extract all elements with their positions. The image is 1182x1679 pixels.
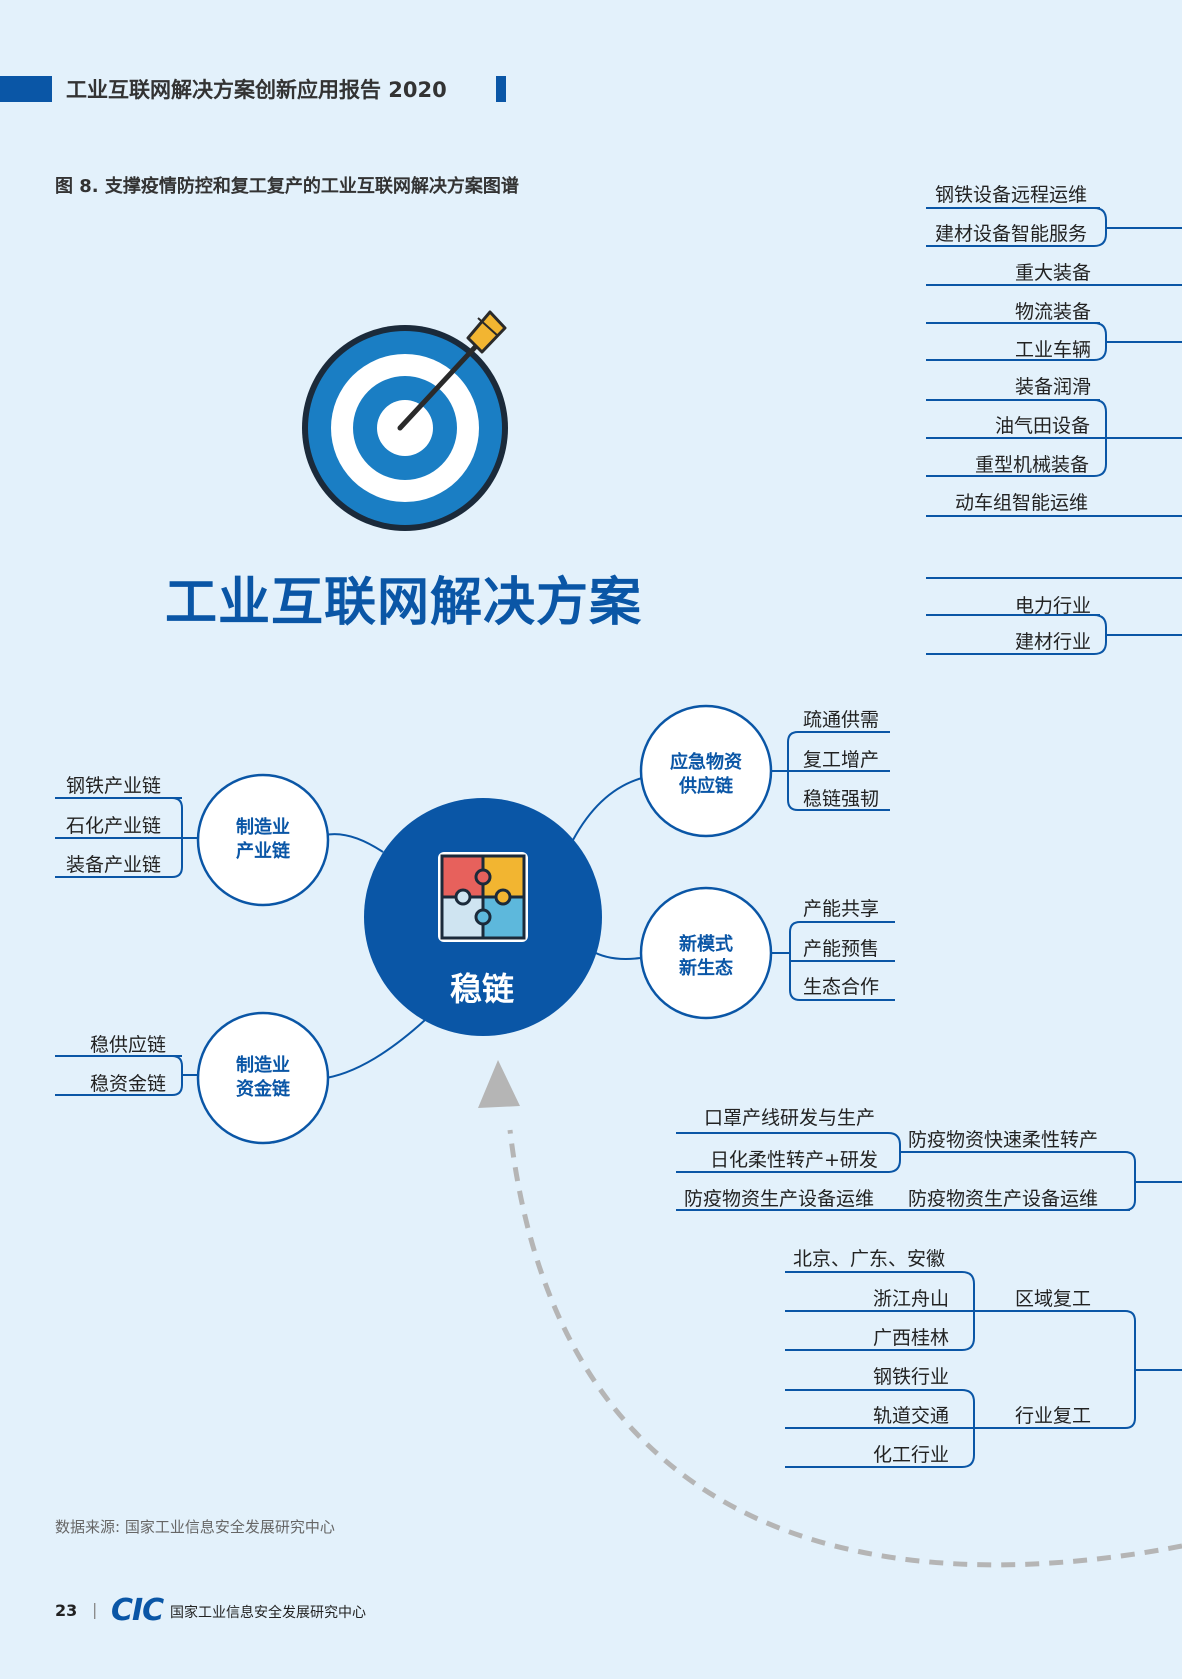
page-number: 23	[55, 1601, 78, 1620]
header-accent-bar	[0, 76, 52, 102]
list-item: 装备润滑	[1015, 376, 1092, 398]
list-item: 物流装备	[1015, 301, 1092, 323]
list-item: 稳供应链	[90, 1034, 167, 1056]
list-item: 建材设备智能服务	[935, 223, 1088, 245]
list-item: 石化产业链	[66, 815, 162, 837]
label-new-model: 新模式 新生态	[656, 933, 756, 981]
node-emergency-supply	[639, 704, 773, 838]
list-item: 防疫物资快速柔性转产	[908, 1129, 1099, 1151]
list-item: 轨道交通	[873, 1405, 950, 1427]
figure-caption: 图 8. 支撑疫情防控和复工复产的工业互联网解决方案图谱	[55, 176, 519, 197]
footer-separator: |	[92, 1600, 98, 1619]
label-manufacturing-finance: 制造业 资金链	[213, 1054, 313, 1102]
report-title: 工业互联网解决方案创新应用报告 2020	[66, 78, 447, 102]
list-item: 油气田设备	[995, 415, 1091, 437]
group-label-regional: 区域复工	[1015, 1288, 1092, 1310]
list-item: 建材行业	[1015, 631, 1092, 653]
list-item: 装备产业链	[66, 854, 162, 876]
center-label: 稳链	[450, 970, 515, 1008]
list-item: 产能共享	[803, 898, 880, 920]
list-item: 疏通供需	[803, 709, 880, 731]
header-end-bar	[496, 76, 506, 102]
list-item: 防疫物资生产设备运维	[908, 1188, 1099, 1210]
list-item: 重型机械装备	[975, 454, 1090, 476]
list-item: 广西桂林	[873, 1327, 950, 1349]
list-item: 产能预售	[803, 938, 880, 960]
node-new-model	[639, 886, 773, 1020]
label-manufacturing-chain-text: 制造业 产业链	[236, 817, 290, 862]
list-item: 北京、广东、安徽	[793, 1248, 946, 1270]
group-label-industry: 行业复工	[1015, 1405, 1092, 1427]
list-item: 生态合作	[803, 976, 880, 998]
cic-logo: CIC	[111, 1593, 164, 1628]
node-manufacturing-finance	[196, 1011, 330, 1145]
list-item: 浙江舟山	[873, 1288, 950, 1310]
dashed-arrow-head	[478, 1060, 520, 1108]
list-item: 日化柔性转产+研发	[710, 1149, 878, 1171]
list-item: 化工行业	[873, 1444, 950, 1466]
main-title: 工业互联网解决方案	[165, 573, 643, 633]
list-item: 钢铁产业链	[66, 775, 162, 797]
list-item: 动车组智能运维	[955, 492, 1089, 514]
footer-org-name: 国家工业信息安全发展研究中心	[170, 1605, 366, 1621]
list-item: 口罩产线研发与生产	[704, 1107, 876, 1129]
list-item: 重大装备	[1015, 262, 1092, 284]
node-manufacturing-chain	[196, 773, 330, 907]
list-item: 防疫物资生产设备运维	[684, 1188, 875, 1210]
label-manufacturing-finance-text: 制造业 资金链	[236, 1055, 290, 1100]
dashed-arrow-path	[507, 1129, 1182, 1568]
list-item: 钢铁设备远程运维	[935, 184, 1088, 206]
list-item: 稳链强韧	[803, 788, 880, 810]
data-source: 数据来源: 国家工业信息安全发展研究中心	[55, 1518, 335, 1536]
label-emergency-supply-text: 应急物资 供应链	[670, 752, 742, 797]
list-item: 复工增产	[803, 749, 880, 771]
label-manufacturing-chain: 制造业 产业链	[213, 816, 313, 864]
list-item: 工业车辆	[1015, 339, 1092, 361]
puzzle-icon	[438, 852, 528, 942]
label-new-model-text: 新模式 新生态	[679, 934, 733, 979]
list-item: 稳资金链	[90, 1073, 167, 1095]
target-icon	[302, 310, 508, 531]
list-item: 钢铁行业	[873, 1366, 950, 1388]
list-item: 电力行业	[1015, 595, 1092, 617]
label-emergency-supply: 应急物资 供应链	[656, 751, 756, 799]
